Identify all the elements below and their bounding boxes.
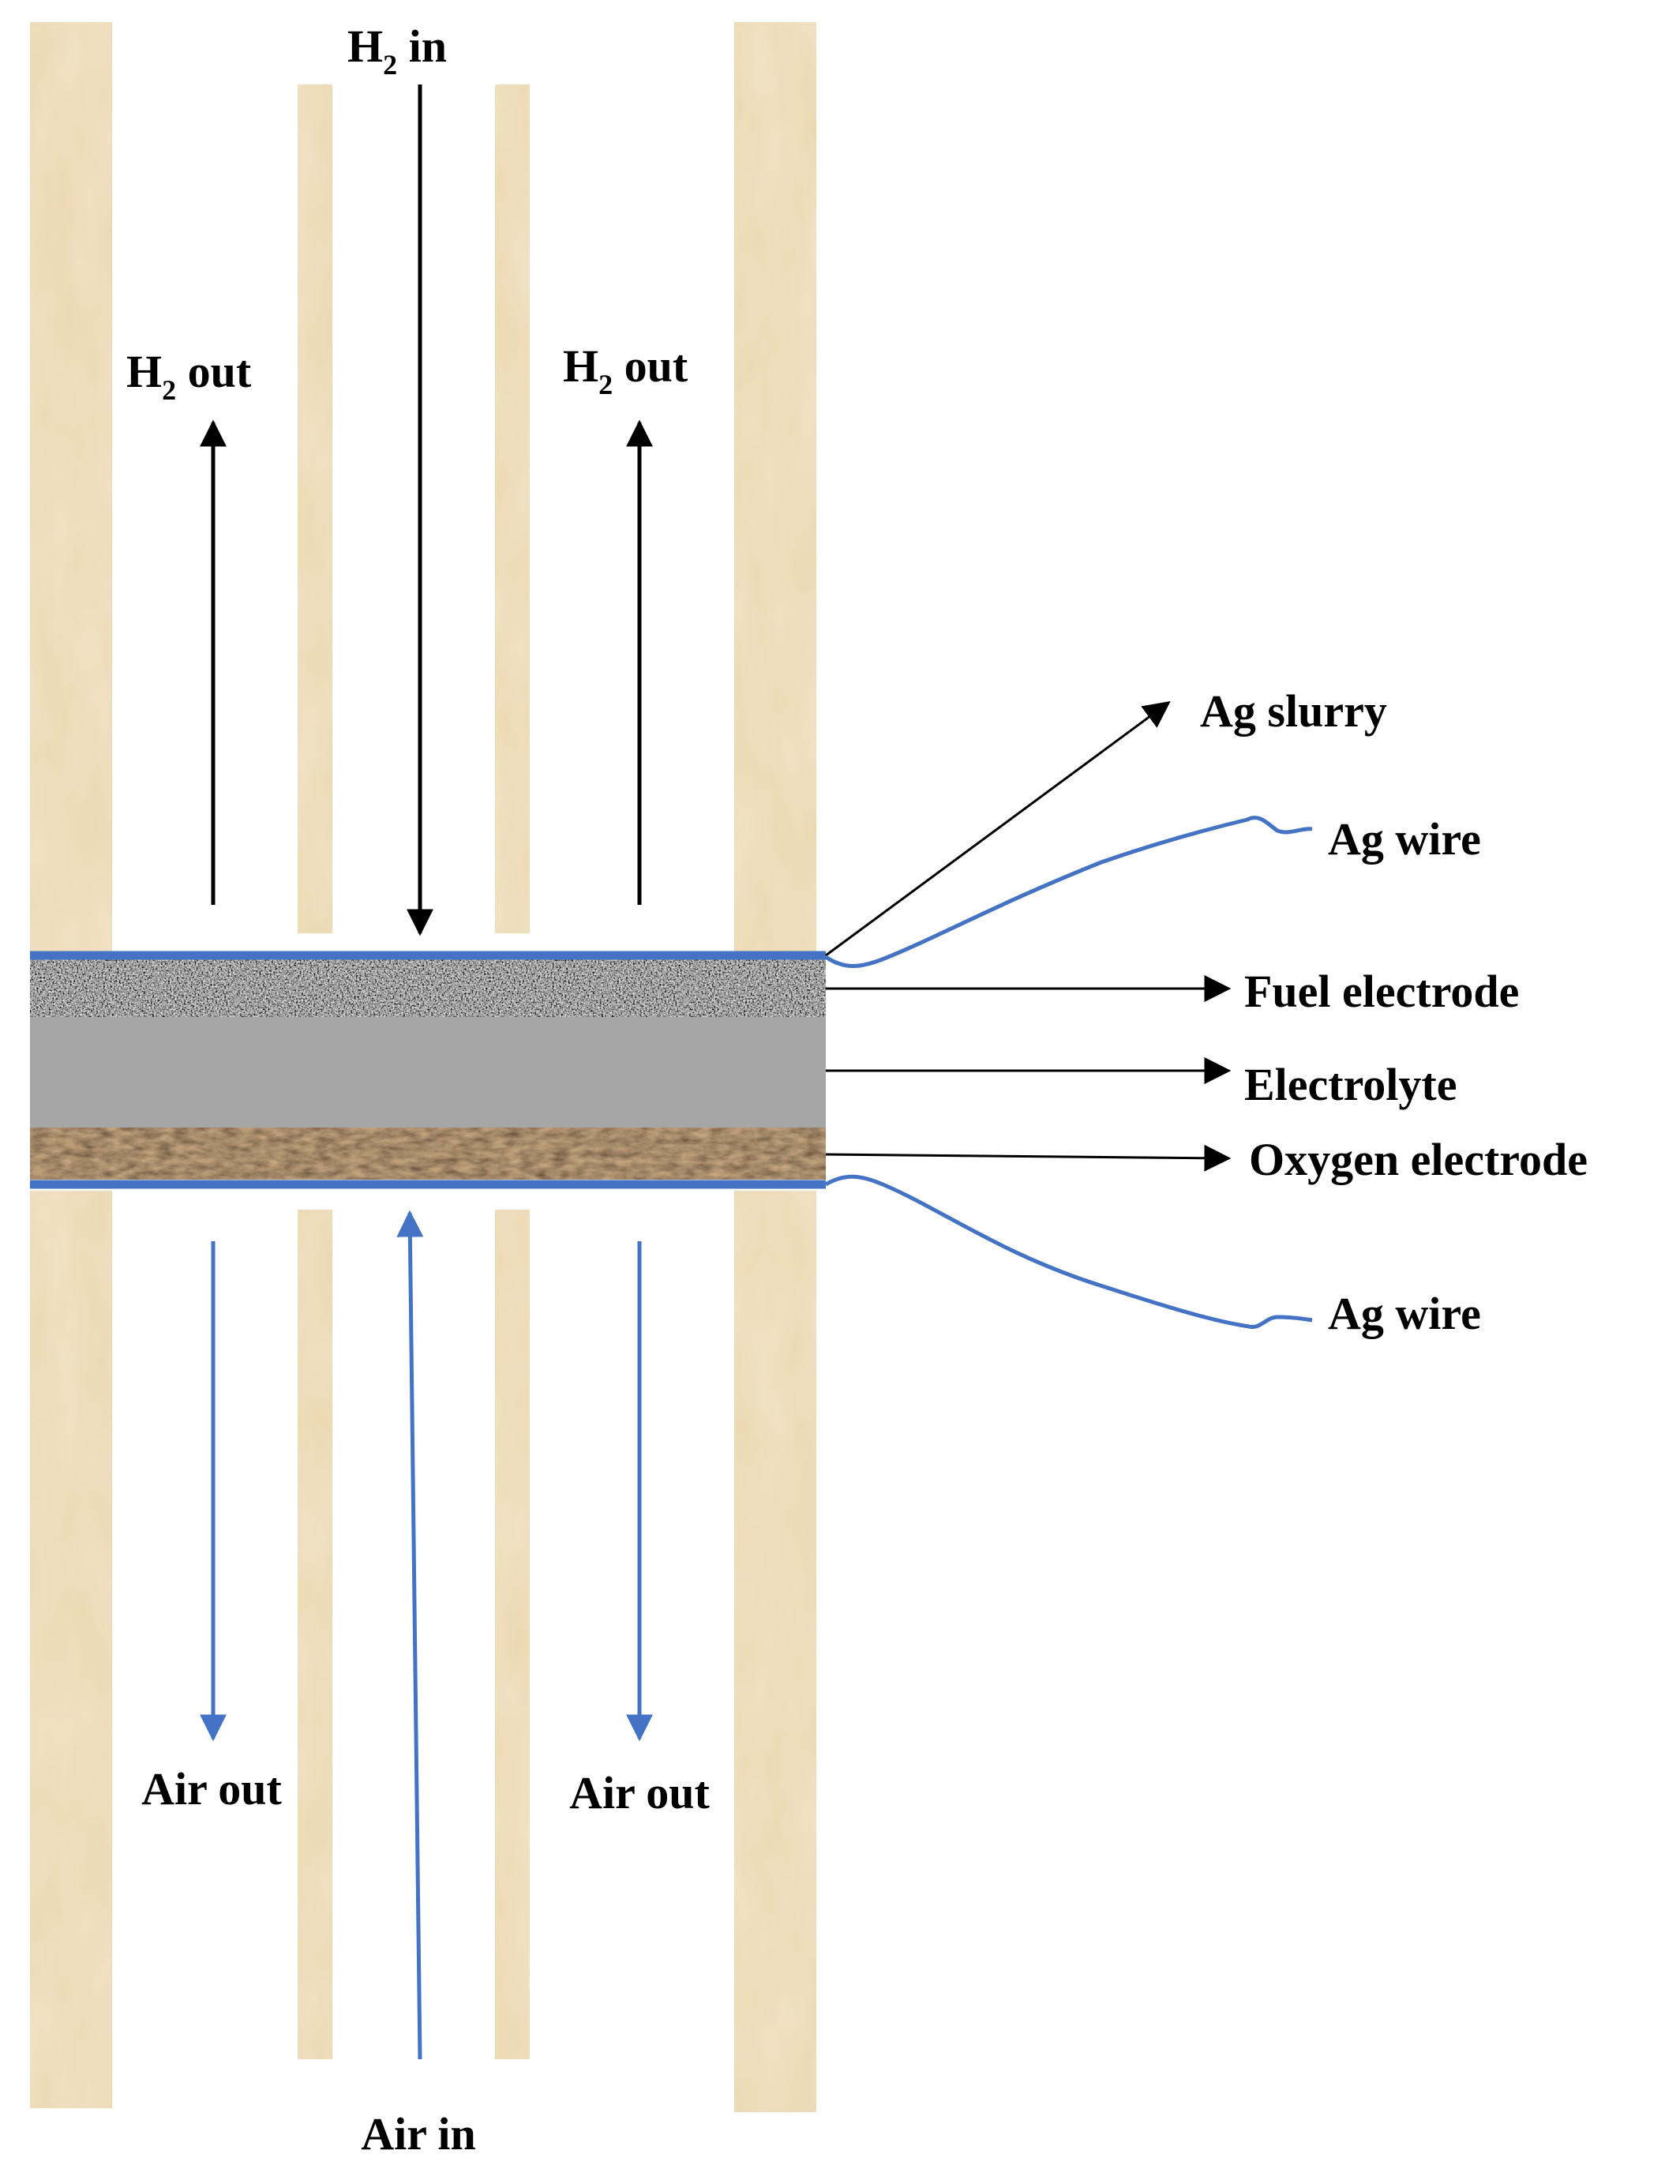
ag-wire-bottom-label: Ag wire <box>1328 1288 1481 1339</box>
ag-slurry-callout-arrow <box>825 700 1171 957</box>
electrolyte-layer <box>30 1017 826 1128</box>
inner-tube-right <box>495 84 530 2059</box>
h2-in-label: H2 in <box>347 21 447 81</box>
ag-wire-top <box>824 816 1313 968</box>
air-in-label: Air in <box>361 2108 476 2160</box>
ag-slurry-label: Ag slurry <box>1200 685 1387 737</box>
outer-tube-right <box>734 22 816 2112</box>
h2-out-right-label: H2 out <box>563 340 688 400</box>
air-out-right-label: Air out <box>569 1767 710 1818</box>
ag-wire-top-label: Ag wire <box>1328 813 1481 865</box>
air-in-arrow <box>396 1210 424 2060</box>
oxygen-electrode-label: Oxygen electrode <box>1249 1134 1588 1185</box>
outer-tube-left <box>30 22 112 2108</box>
oxygen-electrode-callout-arrow <box>825 1144 1232 1172</box>
electrolyte-label: Electrolyte <box>1244 1059 1457 1110</box>
air-out-left-label: Air out <box>141 1763 282 1814</box>
inner-tube-left <box>298 84 332 2059</box>
fuel-electrode-label: Fuel electrode <box>1244 966 1519 1017</box>
ag-wire-bottom <box>824 1174 1313 1330</box>
h2-out-left-label: H2 out <box>126 346 252 406</box>
